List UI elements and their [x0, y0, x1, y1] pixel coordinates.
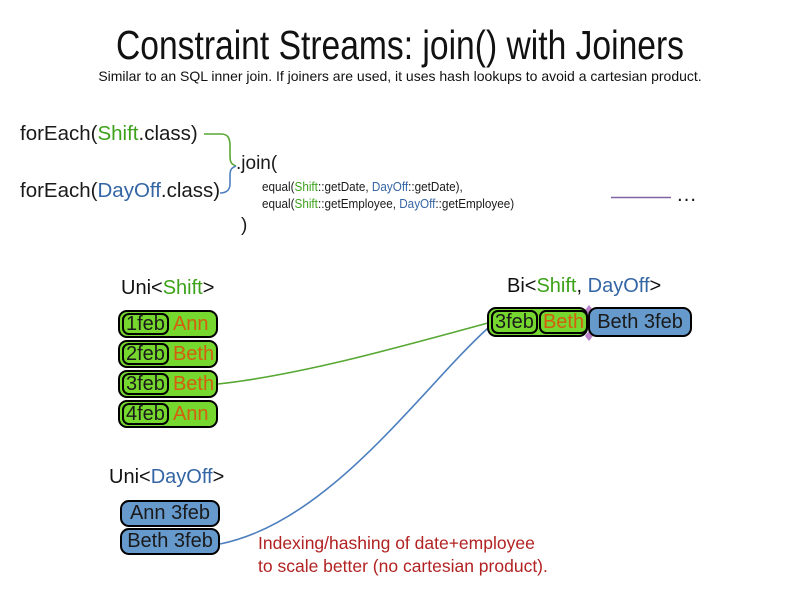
code-text: equal( — [262, 196, 295, 211]
shift-class-token: Shift — [536, 275, 577, 297]
bi-tuple-dayoff-part: Beth 3feb — [588, 307, 692, 337]
shift-class-token: Shift — [162, 277, 203, 299]
date-chip: 4feb — [122, 403, 169, 425]
shift-fact-row: 1feb Ann — [118, 310, 218, 338]
note-line1: Indexing/hashing of date+employee — [258, 533, 535, 553]
bi-label: Bi<Shift, DayOff> — [507, 275, 661, 298]
code-text: equal( — [262, 179, 295, 194]
employee-name: Ann — [172, 312, 209, 335]
code-text: ::getDate), — [408, 179, 463, 194]
bi-tuple-shift-part: 3feb Beth — [487, 307, 589, 337]
label-text: , — [576, 275, 588, 297]
code-text: forEach( — [20, 122, 98, 145]
label-text: Uni< — [109, 466, 151, 488]
dayoff-join-line — [219, 327, 489, 545]
date-chip: 3feb — [122, 373, 169, 395]
code-equal-date: equal(Shift::getDate, DayOff::getDate), — [262, 179, 463, 194]
more-joiners-ellipsis: … — [676, 183, 698, 206]
code-join-close: ) — [241, 215, 248, 236]
dayoff-fact-row: Ann 3feb — [120, 500, 220, 527]
code-text: ::getDate, — [317, 179, 372, 194]
dayoff-class-token: DayOff — [97, 179, 161, 202]
label-text: Bi< — [507, 275, 537, 297]
dayoff-class-token: DayOff — [587, 275, 650, 297]
shift-join-line — [217, 322, 489, 385]
shift-class-token: Shift — [294, 196, 318, 211]
code-foreach-shift: forEach(Shift.class) — [20, 122, 198, 146]
dayoff-fact-row: Beth 3feb — [120, 528, 220, 555]
uni-dayoff-label: Uni<DayOff> — [109, 466, 224, 489]
code-foreach-dayoff: forEach(DayOff.class) — [20, 179, 220, 203]
dayoff-class-token: DayOff — [371, 179, 409, 194]
shift-class-token: Shift — [97, 122, 139, 145]
shift-fact-row: 2feb Beth — [118, 340, 218, 368]
code-text: .class) — [138, 122, 198, 145]
label-text: > — [202, 277, 215, 299]
shift-fact-row: 3feb Beth — [118, 370, 218, 398]
date-chip: 1feb — [122, 313, 169, 335]
code-equal-employee: equal(Shift::getEmployee, DayOff::getEmp… — [262, 196, 514, 211]
code-text: ::getEmployee, — [317, 196, 400, 211]
employee-name: Beth — [172, 372, 215, 395]
shift-fact-row: 4feb Ann — [118, 400, 218, 428]
label-text: > — [649, 275, 662, 297]
code-text: .class) — [160, 179, 221, 202]
code-text: forEach( — [20, 179, 98, 202]
brace-blue-curve — [219, 165, 237, 194]
label-text: Uni< — [121, 277, 163, 299]
date-chip: 3feb — [491, 310, 538, 334]
brace-green-curve — [204, 133, 237, 167]
code-join-open: .join( — [236, 153, 278, 174]
label-text: > — [212, 466, 225, 488]
date-chip: 2feb — [122, 343, 169, 365]
employee-name: Beth — [172, 342, 215, 365]
code-text: ::getEmployee) — [435, 196, 515, 211]
dayoff-class-token: DayOff — [399, 196, 436, 211]
uni-shift-label: Uni<Shift> — [121, 277, 214, 300]
shift-class-token: Shift — [294, 179, 318, 194]
employee-chip: Beth — [538, 310, 589, 334]
page-title: Constraint Streams: join() with Joiners — [115, 22, 685, 68]
indexing-note: Indexing/hashing of date+employee to sca… — [258, 532, 548, 578]
employee-name: Ann — [172, 402, 209, 425]
note-line2: to scale better (no cartesian product). — [258, 556, 548, 576]
page-subtitle: Similar to an SQL inner join. If joiners… — [98, 68, 702, 84]
dayoff-class-token: DayOff — [150, 466, 213, 488]
